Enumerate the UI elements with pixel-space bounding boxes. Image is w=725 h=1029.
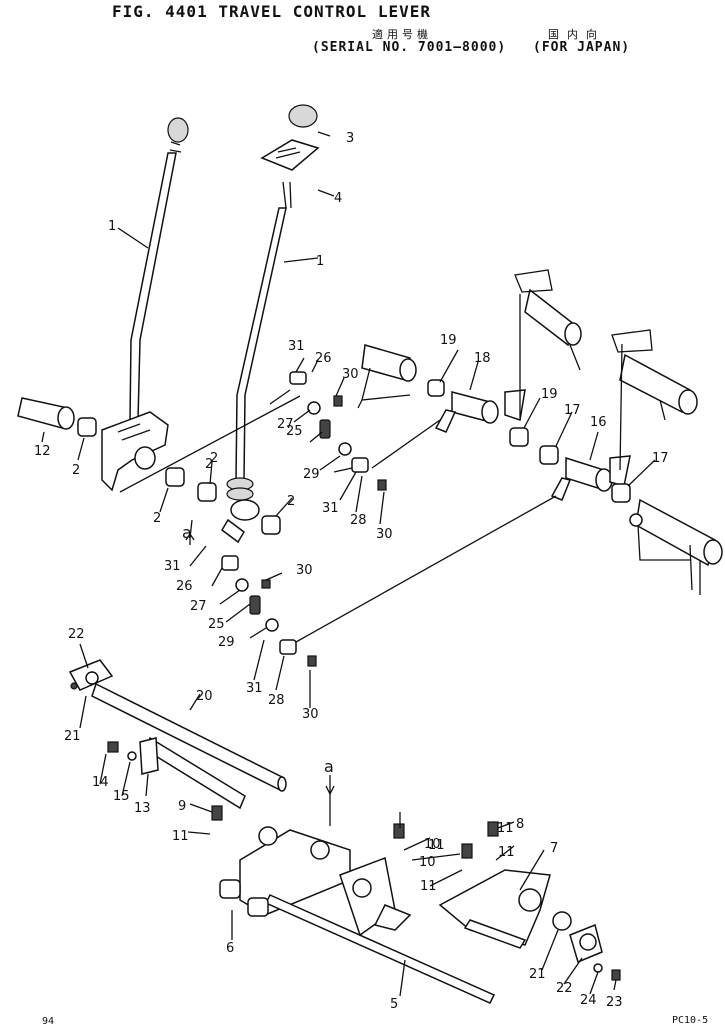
- callout-13: 13: [134, 801, 151, 816]
- part-shapes: [17, 104, 723, 1004]
- end-bearing-assembly: [552, 911, 621, 981]
- left-travel-lever: [101, 117, 189, 492]
- figure-title: FIG. 4401 TRAVEL CONTROL LEVER: [112, 2, 431, 21]
- bolt-9: [211, 805, 223, 821]
- callout-31: 31: [246, 681, 263, 696]
- callout-26: 26: [315, 351, 332, 366]
- callout-18: 18: [474, 351, 491, 366]
- callout-29: 29: [303, 467, 320, 482]
- callout-1: 1: [108, 219, 116, 234]
- lever-bracket-18: [427, 379, 529, 447]
- lever-bracket-16: [539, 445, 631, 503]
- callout-labels: 1122222345678910101111111111121314151617…: [34, 131, 669, 1012]
- assembly-lines: [119, 294, 623, 643]
- country-label: (FOR JAPAN): [533, 40, 631, 55]
- callout-11: 11: [172, 829, 189, 844]
- callout-29: 29: [218, 635, 235, 650]
- bolt-10b: [461, 843, 473, 859]
- callout-25: 25: [286, 424, 303, 439]
- callout-30: 30: [302, 707, 319, 722]
- callout-30: 30: [376, 527, 393, 542]
- arrow-a-2: [185, 532, 195, 545]
- page-code: PC10-5: [672, 1015, 709, 1026]
- callout-21: 21: [64, 729, 81, 744]
- callout-10: 10: [419, 855, 436, 870]
- callout-19: 19: [440, 333, 457, 348]
- callout-2: 2: [153, 511, 161, 526]
- callout-10: 10: [424, 837, 441, 852]
- callout-2: 2: [205, 457, 213, 472]
- callout-20: 20: [196, 689, 213, 704]
- callout-17: 17: [652, 451, 669, 466]
- callout-9: 9: [178, 799, 186, 814]
- callout-1: 1: [316, 254, 324, 269]
- callout-leaders: [41, 131, 656, 997]
- bracket-7: [438, 869, 551, 949]
- callout-11: 11: [498, 845, 515, 860]
- callout-a: a: [182, 523, 192, 542]
- callout-22: 22: [68, 627, 85, 642]
- callout-21: 21: [529, 967, 546, 982]
- reference-housings: [357, 269, 723, 595]
- bushings-2: [77, 417, 281, 535]
- mounting-frame-5: [219, 826, 496, 1004]
- callout-2: 2: [72, 463, 80, 478]
- callout-22: 22: [556, 981, 573, 996]
- callout-30: 30: [296, 563, 313, 578]
- callout-2: 2: [210, 451, 218, 466]
- callout-28: 28: [268, 693, 285, 708]
- callout-11: 11: [428, 838, 445, 853]
- arrow-a: [325, 775, 335, 796]
- callout-11: 11: [420, 879, 437, 894]
- right-travel-lever: [221, 104, 320, 544]
- callout-7: 7: [550, 841, 558, 856]
- callout-a: a: [324, 757, 334, 776]
- page-number: 94: [42, 1016, 55, 1027]
- cross-shaft-20: [68, 659, 287, 810]
- callout-11: 11: [497, 821, 514, 836]
- callout-17: 17: [564, 403, 581, 418]
- callout-26: 26: [176, 579, 193, 594]
- upper-rod-end: [289, 371, 387, 491]
- callout-28: 28: [350, 513, 367, 528]
- callout-12: 12: [34, 444, 51, 459]
- serial-range: (SERIAL NO. 7001–8000): [312, 40, 507, 55]
- callout-27: 27: [190, 599, 207, 614]
- callout-5: 5: [390, 997, 398, 1012]
- callout-30: 30: [342, 367, 359, 382]
- serial-label-jp: 適用号機: [372, 28, 432, 41]
- callout-16: 16: [590, 415, 607, 430]
- callout-25: 25: [208, 617, 225, 632]
- callout-2: 2: [287, 494, 295, 509]
- callout-27: 27: [277, 417, 294, 432]
- callout-8: 8: [516, 817, 524, 832]
- callout-19: 19: [541, 387, 558, 402]
- callout-31: 31: [164, 559, 181, 574]
- lower-rod-end: [221, 555, 317, 667]
- callout-31: 31: [322, 501, 339, 516]
- callout-4: 4: [334, 191, 342, 206]
- callout-31: 31: [288, 339, 305, 354]
- callout-14: 14: [92, 775, 109, 790]
- callout-24: 24: [580, 993, 597, 1008]
- bolt-8: [487, 821, 499, 837]
- callout-15: 15: [113, 789, 130, 804]
- callout-3: 3: [346, 131, 354, 146]
- callout-6: 6: [226, 941, 234, 956]
- bolt-10: [393, 823, 405, 839]
- callout-23: 23: [606, 995, 623, 1010]
- country-label-jp: 国内向: [548, 28, 605, 41]
